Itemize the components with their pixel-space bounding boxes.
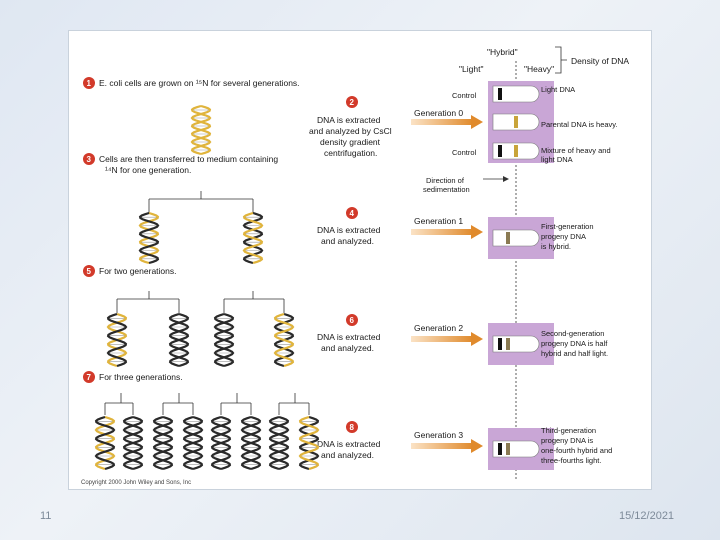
step-2-line3: density gradient: [320, 137, 381, 147]
generation-2-label: Generation 2: [414, 323, 463, 333]
gen1-line2: progeny DNA: [541, 232, 586, 241]
step-badge-2: 2: [346, 96, 358, 108]
parental-dna-label: Parental DNA is heavy.: [541, 120, 618, 129]
gen3-dna-helix-4: [182, 415, 204, 471]
generation-1-arrow: [411, 225, 483, 239]
generation-3-arrow: [411, 439, 483, 453]
gen3-dna-helix-3: [152, 415, 174, 471]
branch-lines-gen3: [104, 393, 310, 415]
step-6-line1: DNA is extracted: [317, 332, 381, 342]
gen2-line1: Second-generation: [541, 329, 604, 338]
control-label-bottom: Control: [452, 148, 477, 157]
step-5-text: For two generations.: [99, 266, 176, 276]
mixture-line1: Mixture of heavy and: [541, 146, 611, 155]
generation-0-tube: [492, 113, 540, 131]
gen1-dna-helix-2: [242, 211, 264, 265]
gen2-dna-helix-3: [213, 312, 235, 368]
gen2-line3: hybrid and half light.: [541, 349, 608, 358]
gen3-line4: three-fourths light.: [541, 456, 601, 465]
step-badge-1: 1: [83, 77, 95, 89]
heavy-label: "Heavy": [524, 64, 554, 74]
light-label: "Light": [459, 64, 483, 74]
gen3-dna-helix-1: [94, 415, 116, 471]
svg-text:2: 2: [350, 98, 355, 107]
step-badge-5: 5: [83, 265, 95, 277]
gen1-dna-helix-1: [138, 211, 160, 265]
step-badge-7: 7: [83, 371, 95, 383]
step-2-line1: DNA is extracted: [317, 115, 381, 125]
dna-helices: [94, 104, 320, 471]
density-bracket: [555, 46, 567, 74]
gen3-line2: progeny DNA is: [541, 436, 593, 445]
svg-text:7: 7: [87, 373, 92, 382]
hybrid-label: "Hybrid": [487, 47, 518, 57]
svg-text:8: 8: [350, 423, 355, 432]
gen3-dna-helix-7: [268, 415, 290, 471]
step-4-line2: and analyzed.: [321, 236, 374, 246]
step-8-line2: and analyzed.: [321, 450, 374, 460]
sedimentation-arrowhead: [503, 176, 509, 182]
branch-lines-gen2: [116, 291, 285, 313]
svg-text:3: 3: [87, 155, 92, 164]
control-light-tube: [492, 85, 540, 103]
slide-date: 15/12/2021: [619, 510, 675, 522]
parental-dna-helix: [190, 104, 212, 156]
generation-2-tube: [492, 335, 540, 353]
step-3-line1: Cells are then transferred to medium con…: [99, 154, 278, 164]
step-badge-6: 6: [346, 314, 358, 326]
generation-3-label: Generation 3: [414, 430, 463, 440]
step-badge-3: 3: [83, 153, 95, 165]
figure-canvas: "Hybrid" "Light" "Heavy" Density of DNA …: [81, 46, 629, 486]
gen3-dna-helix-6: [240, 415, 262, 471]
direction-line1: Direction of: [426, 176, 465, 185]
step-1-text: E. coli cells are grown on ¹⁵N for sever…: [99, 78, 300, 88]
svg-text:5: 5: [87, 267, 92, 276]
gen2-dna-helix-1: [106, 312, 128, 368]
gen1-line1: First-generation: [541, 222, 594, 231]
step-7-text: For three generations.: [99, 372, 183, 382]
mixture-line2: light DNA: [541, 155, 573, 164]
gen1-line3: is hybrid.: [541, 242, 571, 251]
analysis-arrows: [411, 115, 483, 453]
step-3-line2: ¹⁴N for one generation.: [105, 165, 191, 175]
generation-3-tube: [492, 440, 540, 458]
direction-line2: sedimentation: [423, 185, 470, 194]
gen2-line2: progeny DNA is half: [541, 339, 608, 348]
svg-text:6: 6: [350, 316, 355, 325]
step-2-line4: centrifugation.: [324, 148, 377, 158]
step-badge-4: 4: [346, 207, 358, 219]
generation-0-label: Generation 0: [414, 108, 463, 118]
gen3-dna-helix-2: [122, 415, 144, 471]
light-dna-label: Light DNA: [541, 85, 575, 94]
step-2-line2: and analyzed by CsCl: [309, 126, 392, 136]
step-badge-8: 8: [346, 421, 358, 433]
tube-panels: [488, 81, 554, 470]
generation-0-arrow: [411, 115, 483, 129]
gen2-dna-helix-2: [168, 312, 190, 368]
gen2-dna-helix-4: [273, 312, 295, 368]
svg-text:1: 1: [87, 79, 92, 88]
step-6-line2: and analyzed.: [321, 343, 374, 353]
step-8-line1: DNA is extracted: [317, 439, 381, 449]
gen3-dna-helix-5: [210, 415, 232, 471]
gen3-line3: one-fourth hybrid and: [541, 446, 612, 455]
branch-lines-gen1: [148, 191, 254, 213]
generation-1-tube: [492, 229, 540, 247]
copyright-text: Copyright 2000 John Wiley and Sons, Inc: [81, 480, 191, 486]
slide-number: 11: [40, 510, 52, 522]
svg-text:4: 4: [350, 209, 355, 218]
gen3-line1: Third-generation: [541, 426, 596, 435]
gen3-dna-helix-8: [298, 415, 320, 471]
generation-1-label: Generation 1: [414, 216, 463, 226]
generation-2-arrow: [411, 332, 483, 346]
control-label-top: Control: [452, 91, 477, 100]
density-label: Density of DNA: [571, 56, 629, 66]
meselson-stahl-figure: "Hybrid" "Light" "Heavy" Density of DNA …: [68, 30, 652, 490]
step-4-line1: DNA is extracted: [317, 225, 381, 235]
control-mixture-tube: [492, 142, 540, 160]
